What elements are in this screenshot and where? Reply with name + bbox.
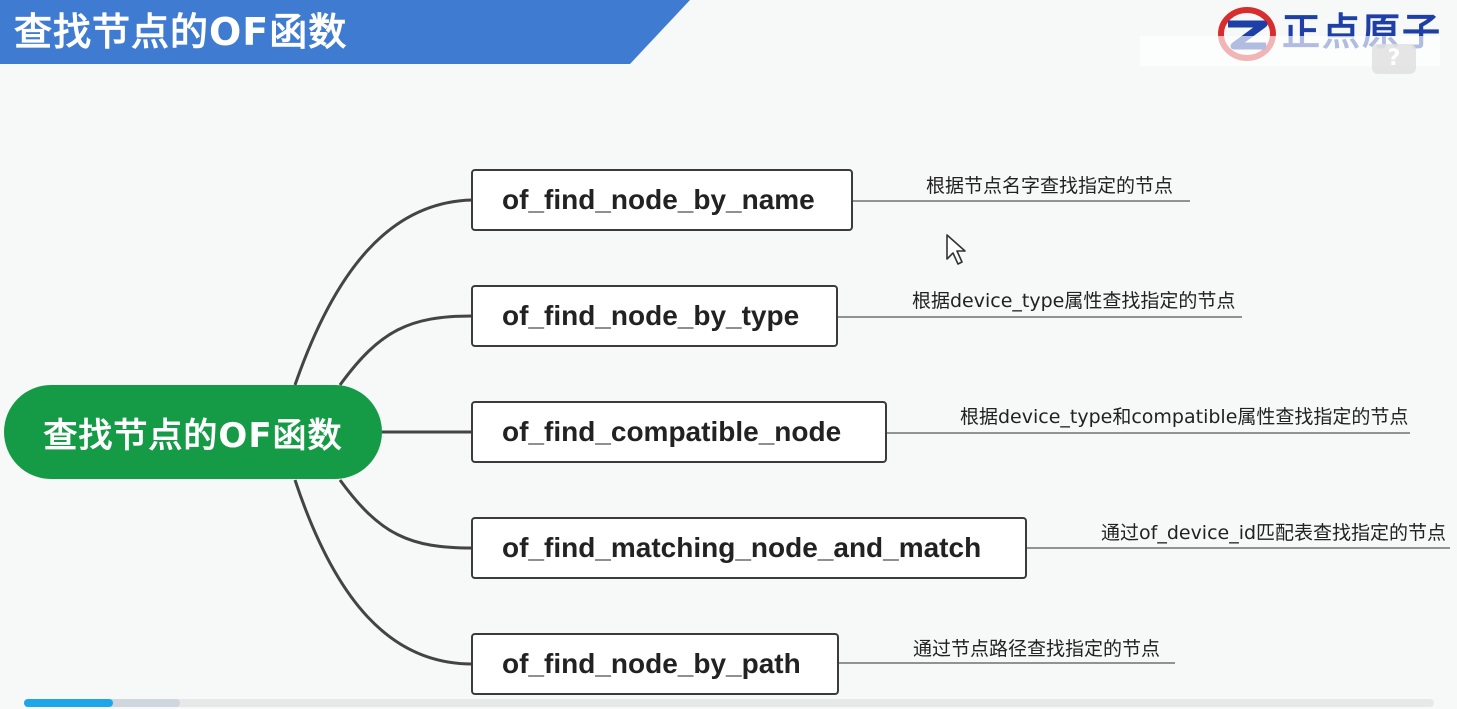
title-banner (0, 0, 690, 64)
connector-line (338, 479, 473, 550)
description-matching: 通过of_device_id匹配表查找指定的节点 (1101, 522, 1447, 544)
description-by-type: 根据device_type属性查找指定的节点 (912, 290, 1236, 312)
connector-line (293, 198, 473, 386)
function-node-of-find-compatible-node: of_find_compatible_node (471, 401, 887, 463)
function-node-of-find-node-by-name: of_find_node_by_name (471, 169, 853, 231)
video-progress-track[interactable] (24, 699, 1434, 707)
description-by-name: 根据节点名字查找指定的节点 (926, 175, 1174, 197)
help-icon[interactable]: ? (1372, 44, 1416, 74)
function-node-of-find-node-by-path: of_find_node_by_path (471, 633, 839, 695)
mouse-pointer-icon (946, 234, 966, 265)
function-node-of-find-matching-node-and-match: of_find_matching_node_and_match (471, 517, 1027, 579)
description-by-path: 通过节点路径查找指定的节点 (913, 638, 1161, 660)
description-compatible: 根据device_type和compatible属性查找指定的节点 (960, 406, 1409, 428)
page-title: 查找节点的OF函数 (14, 10, 348, 54)
center-node: 查找节点的OF函数 (4, 385, 382, 479)
connector-line (338, 314, 473, 386)
function-node-of-find-node-by-type: of_find_node_by_type (471, 285, 838, 347)
connector-line (293, 479, 473, 666)
video-progress-fill[interactable] (24, 699, 113, 707)
